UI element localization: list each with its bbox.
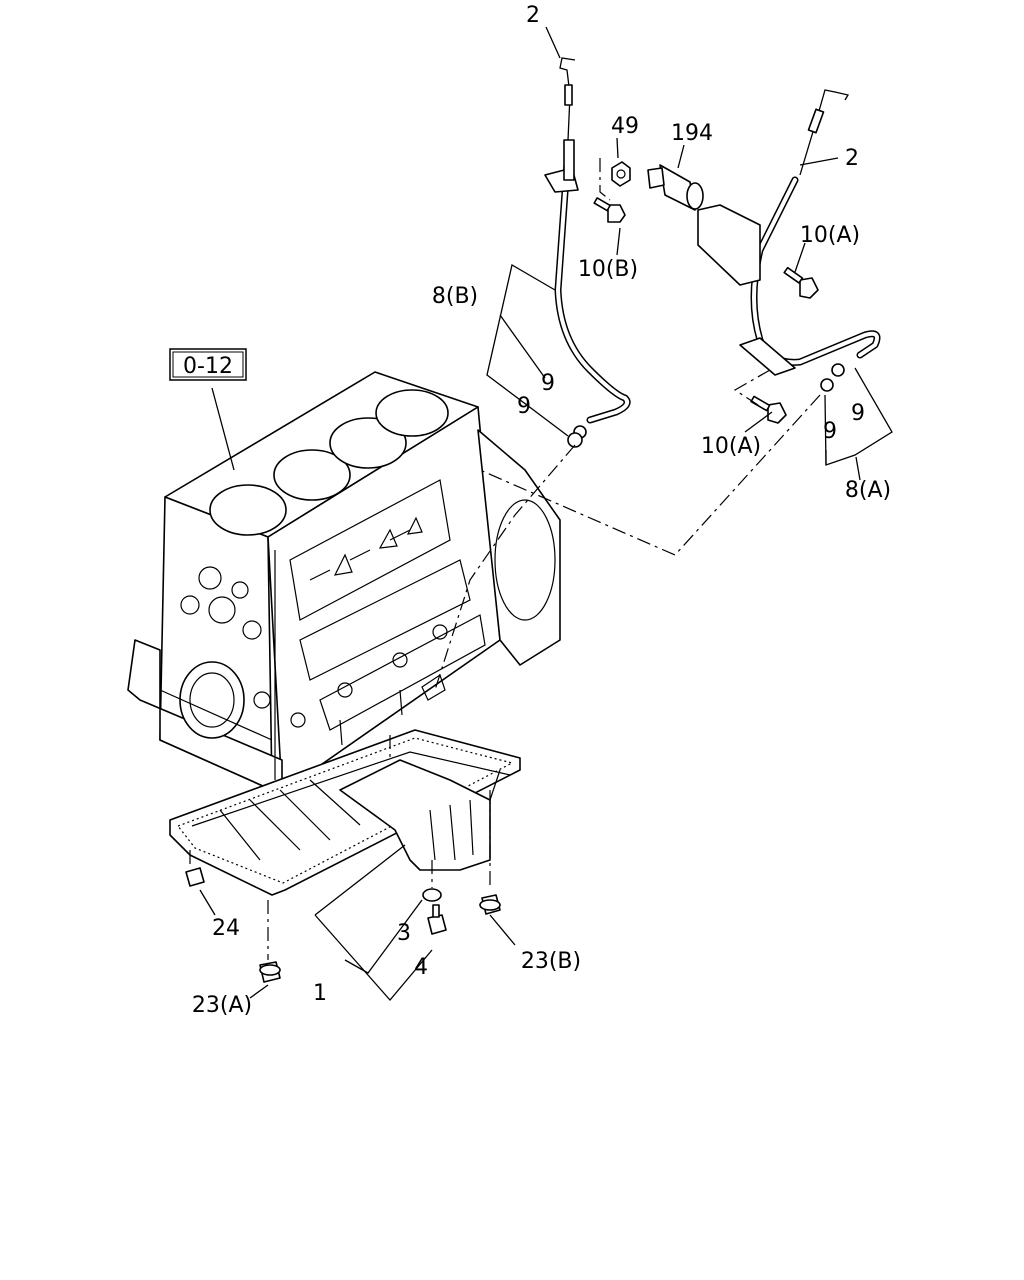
label-nut-pan: 24 [212,916,240,941]
label-bolt-a-top: 10(A) [800,223,860,248]
bolt-10a-upper [783,266,819,299]
dipstick-right [799,89,850,176]
label-nut: 49 [611,114,639,139]
reference-box: 0-12 [169,348,247,381]
label-bolt-a-lower: 10(A) [701,434,761,459]
dipstick-left [559,57,576,141]
label-tube-b: 8(B) [432,284,478,309]
callout-labels: 2 2 49 194 10(B) 10(A) 10(A) 8(B) 8(A) 9… [192,3,891,1018]
label-washer: 3 [397,921,411,946]
label-pan: 1 [313,981,327,1006]
label-oring-b2: 9 [517,394,531,419]
label-dipstick-top: 2 [526,3,540,28]
label-oring-b1: 9 [541,371,555,396]
engine-block [127,371,561,793]
dipstick-tube-b [544,139,631,424]
label-bolt-b: 10(B) [578,257,638,282]
label-oring-a2: 9 [823,419,837,444]
label-bolt-23a: 23(A) [192,993,252,1018]
dipstick-tube-a [697,176,881,376]
label-bolt-23b: 23(B) [521,949,581,974]
label-dipstick-right: 2 [845,146,859,171]
pan-fasteners [185,867,501,983]
guide-sleeve [647,164,704,211]
orings [567,363,845,448]
bolt-10a-lower [750,395,787,424]
bolt-10b [593,197,626,223]
nut-49 [611,161,631,187]
reference-lines [189,26,893,1001]
oil-pan [169,729,521,896]
label-guide: 194 [671,121,713,146]
label-drain-plug: 4 [414,955,428,980]
reference-box-label: 0-12 [183,354,233,379]
label-tube-a: 8(A) [845,478,891,503]
label-oring-a1: 9 [851,401,865,426]
